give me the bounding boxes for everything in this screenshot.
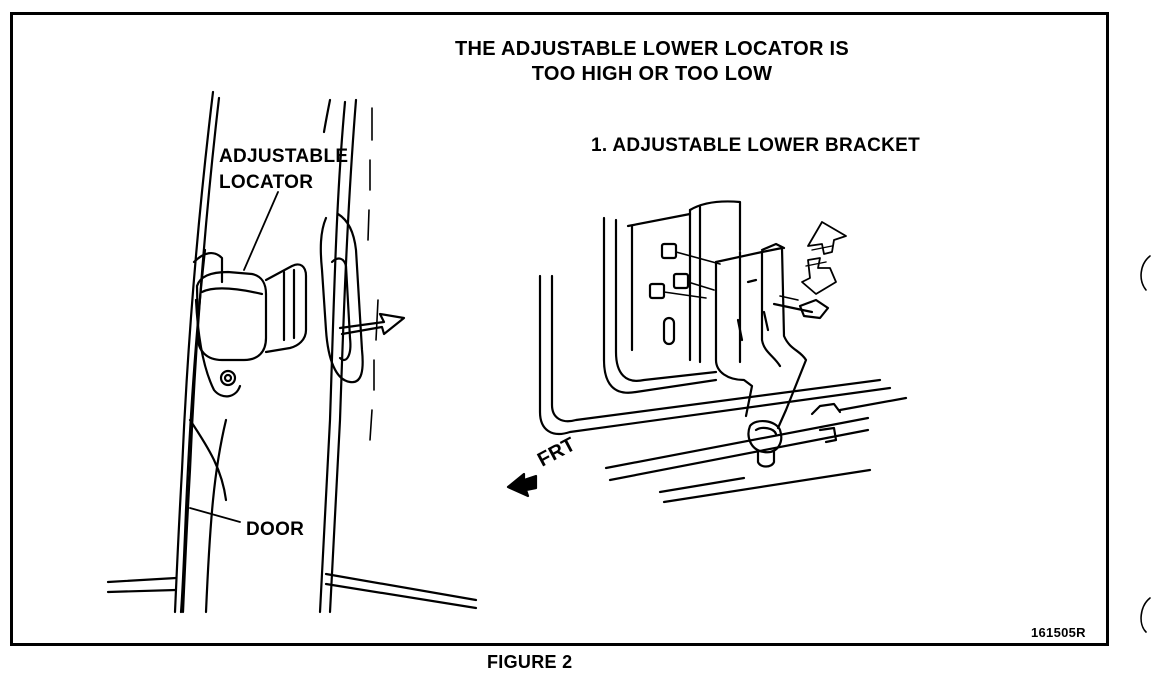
reference-code: 161505R bbox=[1031, 625, 1086, 640]
up-down-arrow-icon bbox=[801, 221, 847, 295]
figure-frame bbox=[10, 12, 1109, 646]
left-arrow-icon bbox=[506, 472, 538, 498]
diagram-title-line2: TOO HIGH OR TOO LOW bbox=[531, 63, 773, 85]
label-adjustable-locator-line2: LOCATOR bbox=[219, 172, 314, 193]
figure-caption: FIGURE 2 bbox=[487, 652, 573, 672]
label-adjustable-locator-line1: ADJUSTABLE bbox=[219, 146, 349, 167]
lower-bracket-illustration bbox=[506, 200, 908, 504]
door-pillar-illustration bbox=[106, 90, 478, 614]
diagram-title-line1: THE ADJUSTABLE LOWER LOCATOR IS bbox=[454, 38, 850, 60]
label-door: DOOR bbox=[246, 519, 305, 540]
callout-adjustable-lower-bracket: 1. ADJUSTABLE LOWER BRACKET bbox=[591, 135, 920, 156]
